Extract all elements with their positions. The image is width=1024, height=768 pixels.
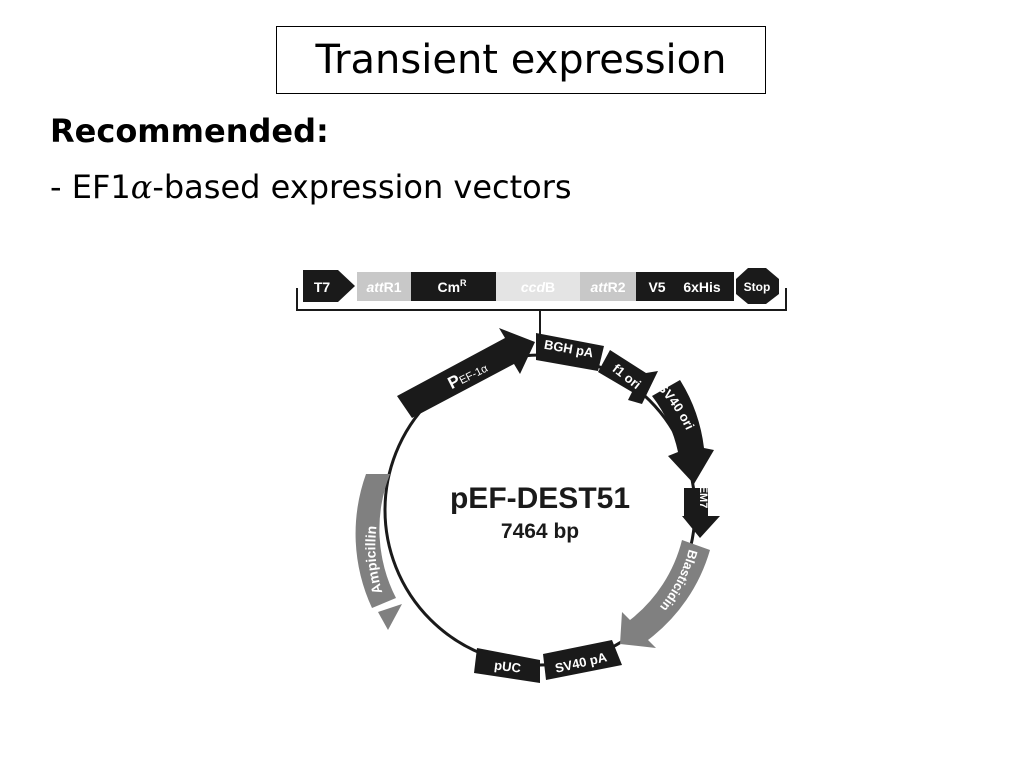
slide-title-text: Transient expression (315, 37, 727, 83)
attr2-rest: R2 (608, 279, 626, 295)
em7-arrow (682, 488, 720, 538)
sv40-ori-arrow (652, 380, 714, 484)
plasmid-map: PEF-1α BGH pA f1 ori SV40 ori EM7 Blasti… (355, 328, 720, 683)
stop-octagon (736, 268, 779, 304)
attr2-italic: att (590, 279, 608, 295)
bgh-pa-block (536, 333, 604, 371)
attr1-segment (357, 272, 411, 301)
v5-his-segment (636, 272, 734, 301)
cassette: T7 attR1 CmR ccdB attR2 V5 6xHis Stop (296, 268, 787, 334)
ccdb-italic: ccd (521, 279, 546, 295)
attr1-rest: R1 (384, 279, 402, 295)
his-label: 6xHis (683, 279, 721, 295)
v5-label: V5 (648, 279, 665, 295)
cassette-bracket (296, 288, 787, 311)
ampicillin-arrow (355, 474, 402, 630)
plasmid-name: pEF-DEST51 (450, 482, 630, 515)
bullet-alpha: α (130, 168, 153, 206)
ccdb-label: ccdB (521, 279, 555, 295)
bullet-ef1a: - EF1α-based expression vectors (50, 168, 572, 206)
ccdb-rest: B (545, 279, 555, 295)
cmr-sup: R (460, 278, 467, 288)
slide-title: Transient expression (276, 26, 766, 94)
puc-label: pUC (493, 657, 522, 675)
ccdb-segment (496, 272, 580, 301)
bullet-prefix: - EF1 (50, 168, 131, 206)
blasticidin-arrow (620, 540, 710, 648)
cmr-label: CmR (437, 278, 467, 295)
cmr-text: Cm (437, 279, 460, 295)
recommended-heading: Recommended: (50, 112, 329, 150)
f1-ori-arrow (598, 350, 658, 404)
puc-block (474, 648, 540, 683)
attr2-segment (580, 272, 636, 301)
sv40-pa-block (543, 640, 622, 680)
em7-label: EM7 (697, 486, 709, 509)
t7-label: T7 (314, 279, 331, 295)
pef1a-promoter-arrow (397, 328, 535, 418)
bullet-suffix: -based expression vectors (152, 168, 572, 206)
cmr-segment (411, 272, 496, 301)
attr2-label: attR2 (590, 279, 625, 295)
attr1-italic: att (366, 279, 384, 295)
t7-arrow (303, 270, 355, 302)
attr1-label: attR1 (366, 279, 401, 295)
plasmid-size: 7464 bp (501, 520, 579, 543)
stop-label: Stop (744, 280, 771, 294)
